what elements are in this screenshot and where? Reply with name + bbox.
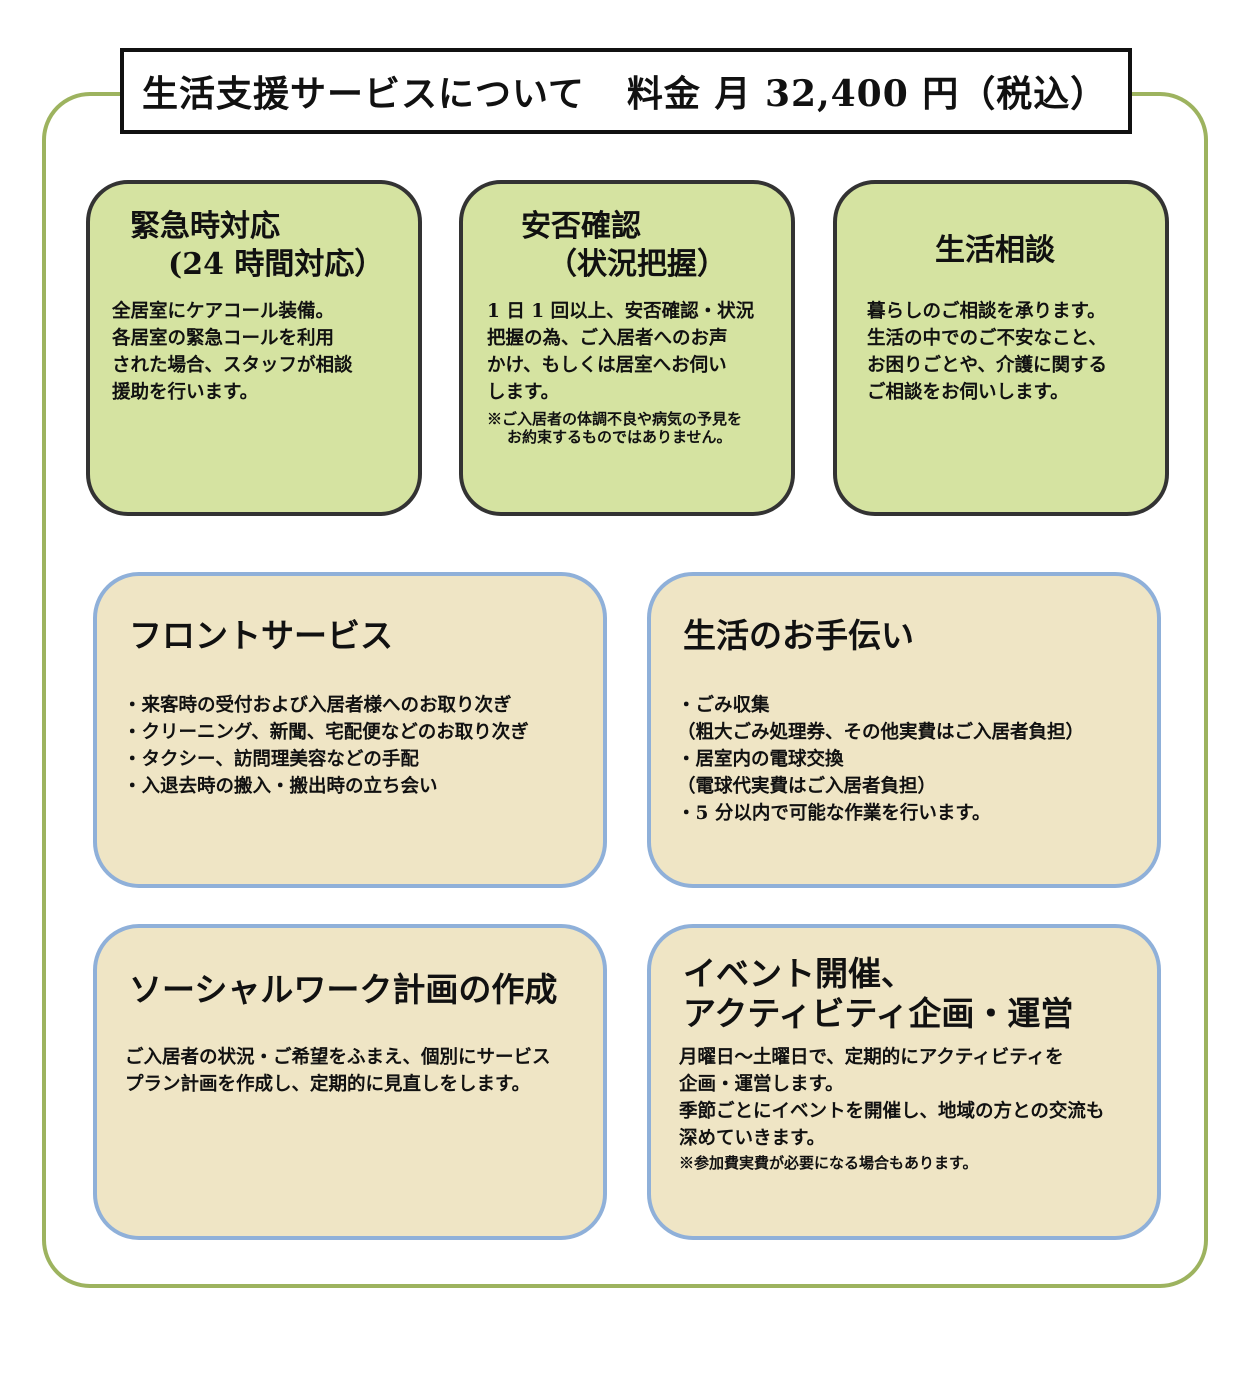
card-events-body: 月曜日～土曜日で、定期的にアクティビティを 企画・運営します。 季節ごとにイベン… [679, 1047, 1105, 1149]
card-events: イベント開催、 アクティビティ企画・運営 月曜日～土曜日で、定期的にアクティビテ… [647, 924, 1161, 1240]
card-consultation-title: 生活相談 [935, 233, 1055, 268]
page-title: 生活支援サービスについて 料金 月 32,400 円（税込） [120, 48, 1132, 134]
card-social-work-body: ご入居者の状況・ご希望をふまえ、個別にサービス プラン計画を作成し、定期的に見直… [125, 1047, 551, 1095]
title-text: 生活支援サービスについて [142, 73, 585, 115]
card-social-work: ソーシャルワーク計画の作成 ご入居者の状況・ご希望をふまえ、個別にサービス プラ… [93, 924, 607, 1240]
card-events-note: ※参加費実費が必要になる場合もあります。 [679, 1154, 978, 1172]
card-consultation-body: 暮らしのご相談を承ります。 生活の中でのご不安なこと、 お困りごとや、介護に関す… [867, 301, 1107, 403]
card-emergency: 緊急時対応 (24 時間対応） 全居室にケアコール装備。 各居室の緊急コールを利… [86, 180, 422, 516]
card-emergency-title: 緊急時対応 (24 時間対応） [130, 209, 385, 282]
card-life-help-title: 生活のお手伝い [683, 616, 914, 655]
card-emergency-body: 全居室にケアコール装備。 各居室の緊急コールを利用 された場合、スタッフが相談 … [112, 301, 353, 403]
card-events-title: イベント開催、 アクティビティ企画・運営 [683, 954, 1074, 1033]
card-safety-check-title: 安否確認 （状況把握） [521, 209, 727, 282]
card-consultation: 生活相談 暮らしのご相談を承ります。 生活の中でのご不安なこと、 お困りごとや、… [833, 180, 1169, 516]
card-safety-check-body: 1 日 1 回以上、安否確認・状況 把握の為、ご入居者へのお声 かけ、もしくは居… [487, 301, 755, 403]
card-front-service: フロントサービス ・来客時の受付および入居者様へのお取り次ぎ ・クリーニング、新… [93, 572, 607, 888]
card-social-work-title: ソーシャルワーク計画の作成 [129, 970, 558, 1009]
card-life-help: 生活のお手伝い ・ごみ収集 （粗大ごみ処理券、その他実費はご入居者負担） ・居室… [647, 572, 1161, 888]
card-front-service-body: ・来客時の受付および入居者様へのお取り次ぎ ・クリーニング、新聞、宅配便などのお… [123, 695, 529, 797]
price-text: 料金 月 32,400 円（税込） [626, 73, 1108, 115]
card-life-help-body: ・ごみ収集 （粗大ごみ処理券、その他実費はご入居者負担） ・居室内の電球交換 （… [677, 695, 1085, 824]
card-safety-check: 安否確認 （状況把握） 1 日 1 回以上、安否確認・状況 把握の為、ご入居者へ… [459, 180, 795, 516]
card-safety-check-note: ※ご入居者の体調不良や病気の予見を お約束するものではありません。 [487, 410, 743, 446]
card-front-service-title: フロントサービス [129, 616, 393, 655]
